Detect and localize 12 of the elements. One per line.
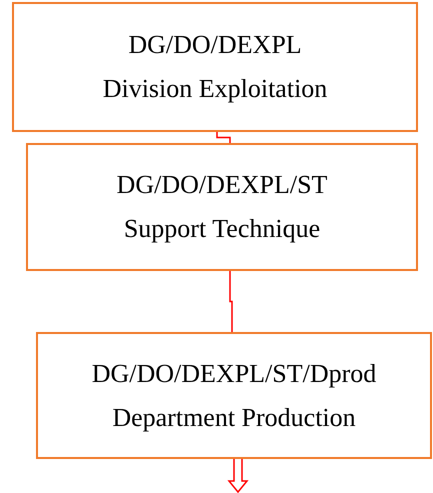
block-arrow <box>227 458 249 493</box>
org-box <box>36 332 432 459</box>
unit-name: Department Production <box>112 402 356 432</box>
unit-code: DG/DO/DEXPL <box>128 30 302 60</box>
unit-code: DG/DO/DEXPL/ST <box>116 170 328 200</box>
org-box <box>26 143 418 271</box>
org-box <box>12 2 418 132</box>
connector-line <box>216 132 231 143</box>
unit-code: DG/DO/DEXPL/ST/Dprod <box>92 358 376 388</box>
unit-name: Division Exploitation <box>102 74 328 104</box>
connector-line <box>229 271 233 332</box>
unit-name: Support Technique <box>124 214 320 244</box>
